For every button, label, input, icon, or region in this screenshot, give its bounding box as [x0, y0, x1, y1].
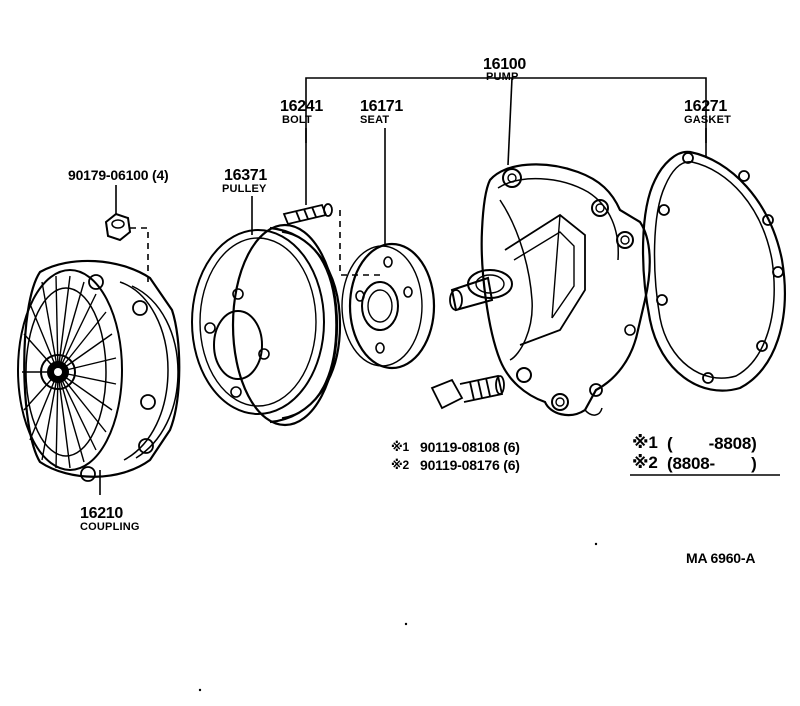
nut-number-label: 90179-06100 (4) — [68, 167, 169, 183]
pulley-part — [192, 225, 340, 425]
seat-number-label: 16171 — [360, 98, 403, 115]
seat-name-label: SEAT — [360, 114, 390, 126]
seat-part — [342, 244, 434, 368]
bolt-variant-1-number: 90119-08108 (6) — [420, 439, 520, 455]
bolt-number-label: 16241 — [280, 98, 323, 115]
gasket-part — [643, 152, 785, 391]
coupling-number-label: 16210 — [80, 505, 123, 522]
bolt-part — [284, 204, 332, 224]
note-2-mark: ※2 — [632, 453, 658, 472]
note-1-range: ( -8808) — [667, 434, 757, 453]
bolt-variant-2-number: 90119-08176 (6) — [420, 457, 520, 473]
pump-name-label: PUMP — [486, 71, 519, 83]
pump-number-label: 16100 — [483, 56, 526, 73]
gasket-name-label: GASKET — [684, 114, 732, 126]
bolt-90119-part — [432, 376, 504, 408]
coupling-part — [18, 261, 179, 481]
bolt-variant-1-mark: ※1 — [391, 440, 409, 454]
bolt-variant-2-mark: ※2 — [391, 458, 409, 472]
pulley-number-label: 16371 — [224, 167, 267, 184]
nut-part — [106, 214, 130, 240]
pump-part — [450, 164, 650, 415]
leader-lines — [100, 78, 706, 495]
pulley-name-label: PULLEY — [222, 183, 267, 195]
note-2-range: (8808- ) — [667, 454, 757, 473]
scan-specks — [198, 542, 598, 692]
coupling-name-label: COUPLING — [80, 521, 140, 533]
gasket-number-label: 16271 — [684, 98, 727, 115]
note-1-mark: ※1 — [632, 433, 658, 452]
diagram-id-label: MA 6960-A — [686, 550, 756, 566]
bolt-name-label: BOLT — [282, 114, 312, 126]
